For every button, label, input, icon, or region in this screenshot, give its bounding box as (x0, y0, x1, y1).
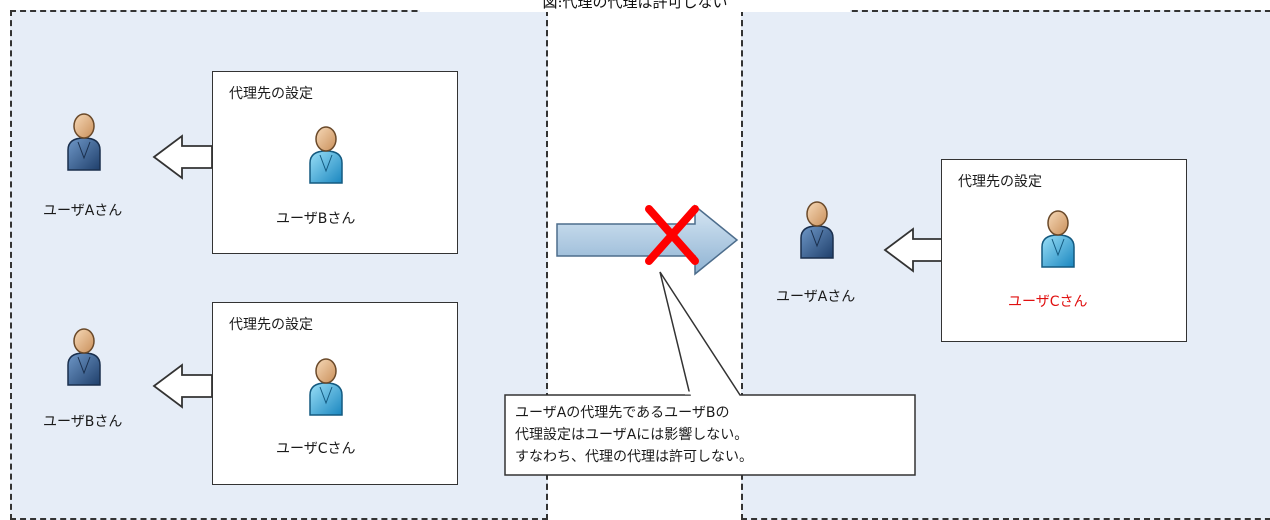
callout-text: ユーザAの代理先であるユーザBの 代理設定はユーザAには影響しない。 すなわち、… (505, 394, 915, 476)
user-c-icon (306, 356, 346, 418)
middle-divider-left (546, 10, 548, 510)
left-hollow-arrow-icon (152, 363, 214, 409)
user-a-label: ユーザAさん (43, 203, 123, 219)
user-b-icon (306, 124, 346, 186)
right-block-arrow-icon (556, 204, 739, 276)
user-b-label: ユーザBさん (43, 414, 123, 430)
user-b-icon (64, 326, 104, 388)
red-cross-icon (645, 205, 699, 265)
user-a-icon (797, 199, 837, 261)
user-c-label: ユーザCさん (1008, 294, 1088, 310)
user-b-label: ユーザBさん (276, 211, 356, 227)
callout-bubble (504, 271, 916, 476)
middle-divider-right (741, 10, 743, 510)
box-title: 代理先の設定 (958, 174, 1042, 190)
user-a-icon (64, 111, 104, 173)
left-hollow-arrow-icon (883, 227, 945, 273)
delegate-settings-box: 代理先の設定 (212, 71, 458, 254)
box-title: 代理先の設定 (229, 86, 313, 102)
figure-caption: 図:代理の代理は許可しない (420, 0, 850, 12)
user-c-label: ユーザCさん (276, 441, 356, 457)
left-hollow-arrow-icon (152, 134, 214, 180)
callout-line: ユーザAの代理先であるユーザBの (515, 405, 730, 421)
box-title: 代理先の設定 (229, 317, 313, 333)
callout-line: 代理設定はユーザAには影響しない。 (515, 427, 749, 443)
user-a-label: ユーザAさん (776, 289, 856, 305)
callout-line: すなわち、代理の代理は許可しない。 (515, 449, 753, 465)
user-c-icon (1038, 208, 1078, 270)
